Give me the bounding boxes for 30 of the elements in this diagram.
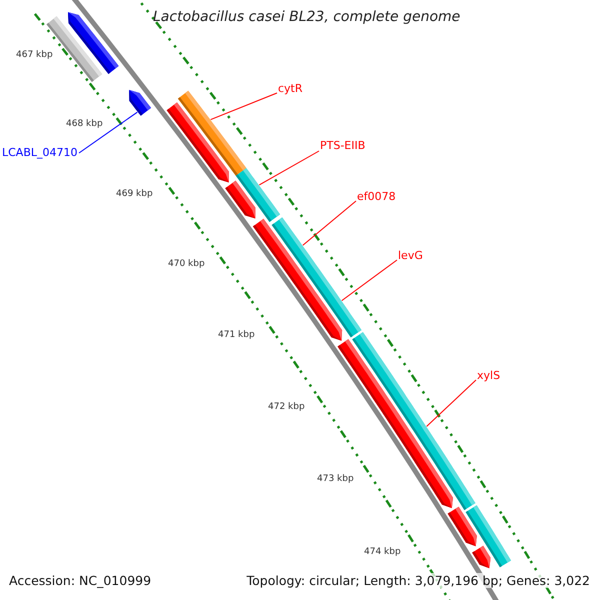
- gene-segment: [352, 332, 476, 510]
- scale-label: 473 kbp: [317, 474, 354, 485]
- scale-label: 469 kbp: [116, 189, 153, 200]
- gene-segment: [225, 180, 256, 218]
- gene-segment: [472, 546, 491, 568]
- scale-label: 468 kbp: [66, 119, 103, 130]
- gene-label: PTS-EIIB: [320, 139, 366, 152]
- gene-segment: [129, 90, 152, 116]
- gene-segment: [272, 217, 362, 338]
- title: Lactobacillus casei BL23, complete genome: [153, 9, 460, 26]
- gene-label: xylS: [477, 369, 500, 382]
- gene-label: cytR: [278, 82, 303, 96]
- scale-label: 470 kbp: [168, 259, 205, 270]
- leader-line: [258, 150, 320, 186]
- leader-line: [302, 200, 356, 246]
- scale-label: 472 kbp: [268, 402, 305, 413]
- gene-label: levG: [398, 249, 423, 262]
- scale-label: 471 kbp: [218, 330, 255, 341]
- gene-label: ef0078: [357, 190, 396, 204]
- scale-label: 474 kbp: [364, 547, 401, 558]
- leader-line: [78, 112, 138, 154]
- leader-line: [210, 92, 278, 120]
- gene-segment: [68, 12, 119, 74]
- leader-line: [426, 380, 476, 427]
- footer-text: Accession: NC_010999: [9, 573, 152, 588]
- footer-text: Topology: circular; Length: 3,079,196 bp; Genes: 3,022: [246, 573, 590, 588]
- leader-line: [341, 260, 398, 302]
- scale-label: 467 kbp: [16, 50, 53, 61]
- gene-label: LCABL_04710: [2, 146, 78, 160]
- gene-segment: [166, 102, 229, 182]
